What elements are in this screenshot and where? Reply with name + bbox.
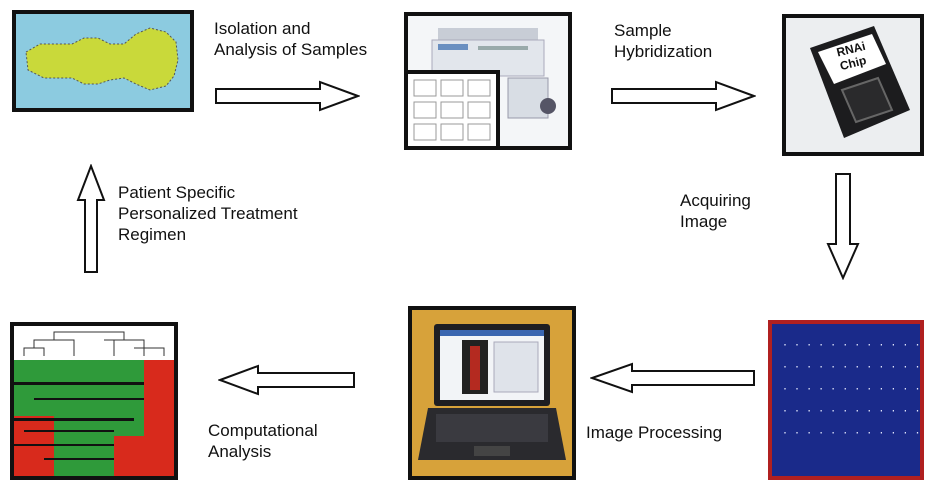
laptop-panel	[408, 306, 576, 480]
label-treatment: Patient Specific Personalized Treatment …	[118, 183, 298, 244]
svg-text:· · · · · · · · · · · · · · ·: · · · · · · · · · · · · · · · ·	[782, 362, 920, 373]
label-acquiring-image: Acquiring Image	[680, 191, 751, 231]
arrow-left-1	[590, 362, 755, 394]
arrow-up	[76, 164, 106, 273]
label-isolation: Isolation and Analysis of Samples	[214, 19, 368, 59]
sample-analysis-instrument-panel	[404, 12, 572, 150]
arrow-right-2	[611, 80, 756, 112]
label-hybridization: Sample Hybridization	[614, 21, 713, 61]
graph-inset	[408, 70, 500, 146]
svg-text:· · · · · · · · · · · · · · ·: · · · · · · · · · · · · · · · ·	[782, 428, 920, 439]
label-computational-analysis: Computational Analysis	[208, 421, 318, 461]
svg-text:· · · · · · · · · · · · · · ·: · · · · · · · · · · · · · · · ·	[782, 340, 920, 351]
svg-text:· · · · · · · · · · · · · · ·: · · · · · · · · · · · · · · · ·	[782, 406, 920, 417]
laptop-image	[418, 324, 566, 460]
arrow-right-1	[215, 80, 360, 112]
rnai-chip-panel: RNAi Chip	[782, 14, 924, 156]
heatmap-panel	[10, 322, 178, 480]
rnai-chip-image	[810, 26, 910, 138]
patient-body-panel	[12, 10, 194, 112]
heatmap-dendrogram-image	[14, 326, 174, 476]
svg-text:· · · · · · · · · · · · · · ·: · · · · · · · · · · · · · · · ·	[782, 384, 920, 395]
arrow-left-2	[218, 364, 355, 396]
arrow-down	[826, 173, 860, 280]
human-body-silhouette	[25, 27, 179, 91]
microarray-scan-image: · · · · · · · · · · · · · · · · · · · · …	[782, 340, 920, 439]
label-image-processing: Image Processing	[586, 423, 723, 442]
microarray-scan-panel: · · · · · · · · · · · · · · · · · · · · …	[768, 320, 924, 480]
